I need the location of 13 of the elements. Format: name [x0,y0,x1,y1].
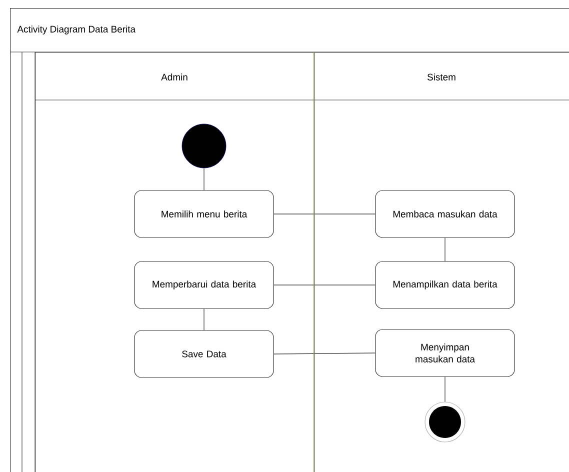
connector-line [273,352,376,354]
activity-box: Memperbarui data berita [134,261,274,309]
connector-line [273,284,376,286]
activity-box: Menyimpan masukan data [375,329,515,377]
connector-line [444,237,446,262]
activity-box: Membaca masukan data [375,190,515,238]
frame-heading: Activity Diagram Data Berita [17,26,136,34]
activity-box: Menampilkan data berita [375,261,515,309]
activity-box: Save Data [134,330,274,378]
connector-line [444,376,446,402]
activity-box: Memilih menu berita [134,190,274,238]
end-node [424,402,466,442]
start-node [182,124,226,168]
